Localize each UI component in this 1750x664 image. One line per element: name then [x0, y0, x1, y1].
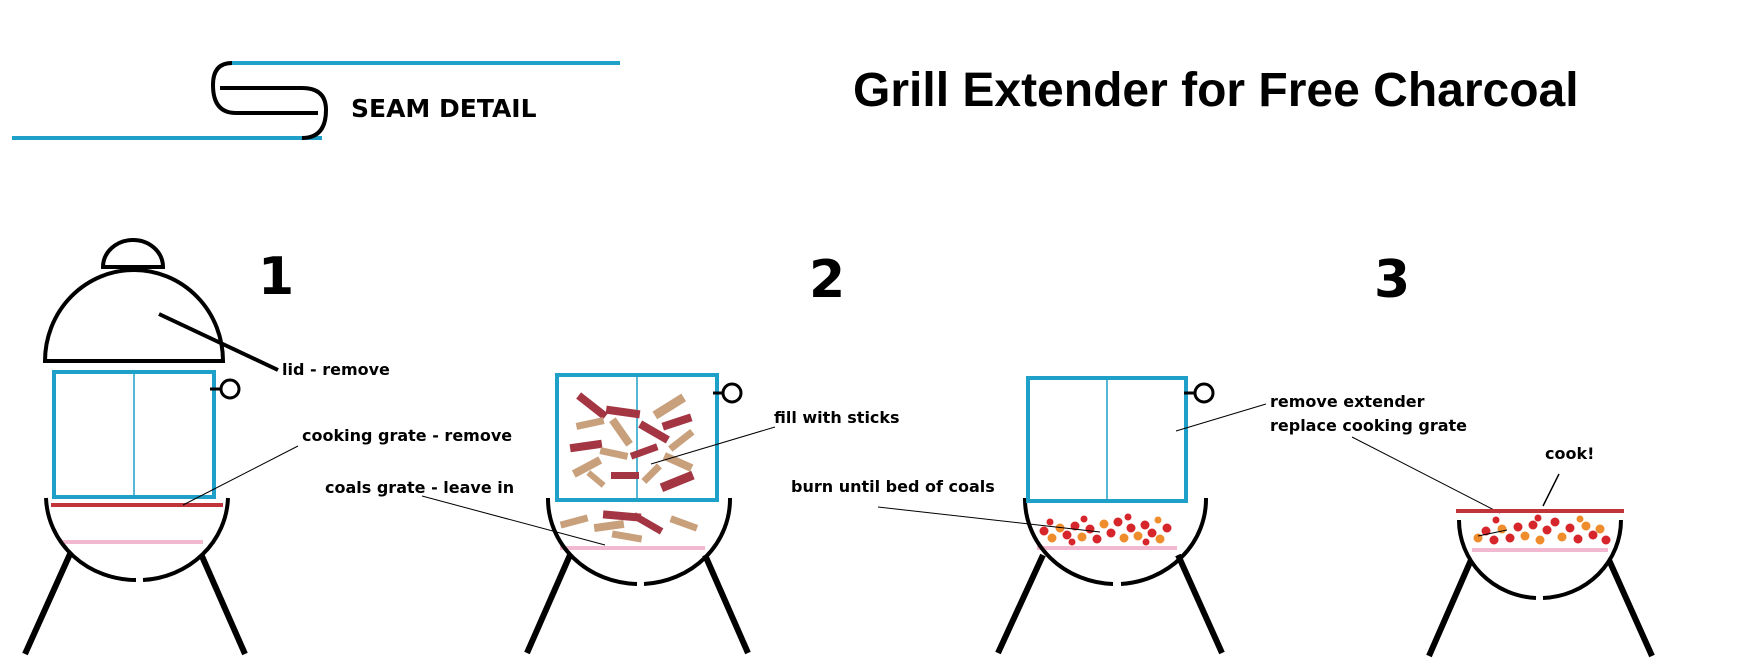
label-burn-until-bed-of-coals: burn until bed of coals: [791, 477, 995, 496]
step-number-3: 3: [1374, 250, 1410, 310]
label-fill-with-sticks: fill with sticks: [774, 408, 900, 427]
seam-detail-label: SEAM DETAIL: [351, 94, 537, 123]
page-title: Grill Extender for Free Charcoal: [853, 64, 1579, 117]
coal-bed: [1039, 513, 1172, 546]
label-coals-grate-leave-in: coals grate - leave in: [325, 478, 514, 497]
grill-legs: [524, 553, 751, 655]
sticks-inside-extender: [569, 392, 695, 493]
label-lid-remove: lid - remove: [282, 360, 390, 379]
label-cook: cook!: [1545, 444, 1594, 463]
grill-step-2: fill with sticks coals grate - leave in: [325, 373, 900, 655]
grill-legs: [22, 552, 248, 656]
stick-pile: [559, 510, 699, 543]
coal-bed: [1473, 514, 1611, 545]
grill-legs: [995, 553, 1225, 655]
grill-extender: [52, 370, 241, 499]
label-replace-cooking-grate: replace cooking grate: [1270, 416, 1467, 435]
grill-legs: [1426, 558, 1655, 658]
grill-step-4: cook!: [1426, 444, 1655, 658]
grill-step-3: remove extender replace cooking grate bu…: [791, 376, 1501, 655]
grill-bowl: [44, 497, 230, 582]
seam-detail: SEAM DETAIL: [12, 61, 620, 140]
step-number-2: 2: [809, 250, 845, 310]
step-number-1: 1: [258, 247, 294, 307]
grill-extender: [555, 373, 743, 502]
grill-step-1: lid - remove cooking grate - remove: [22, 238, 512, 656]
label-cooking-grate-remove: cooking grate - remove: [302, 426, 512, 445]
grill-lid: [42, 238, 226, 363]
grill-extender: [1026, 376, 1215, 503]
grill-bowl: [1456, 519, 1623, 600]
label-remove-extender: remove extender: [1270, 392, 1425, 411]
